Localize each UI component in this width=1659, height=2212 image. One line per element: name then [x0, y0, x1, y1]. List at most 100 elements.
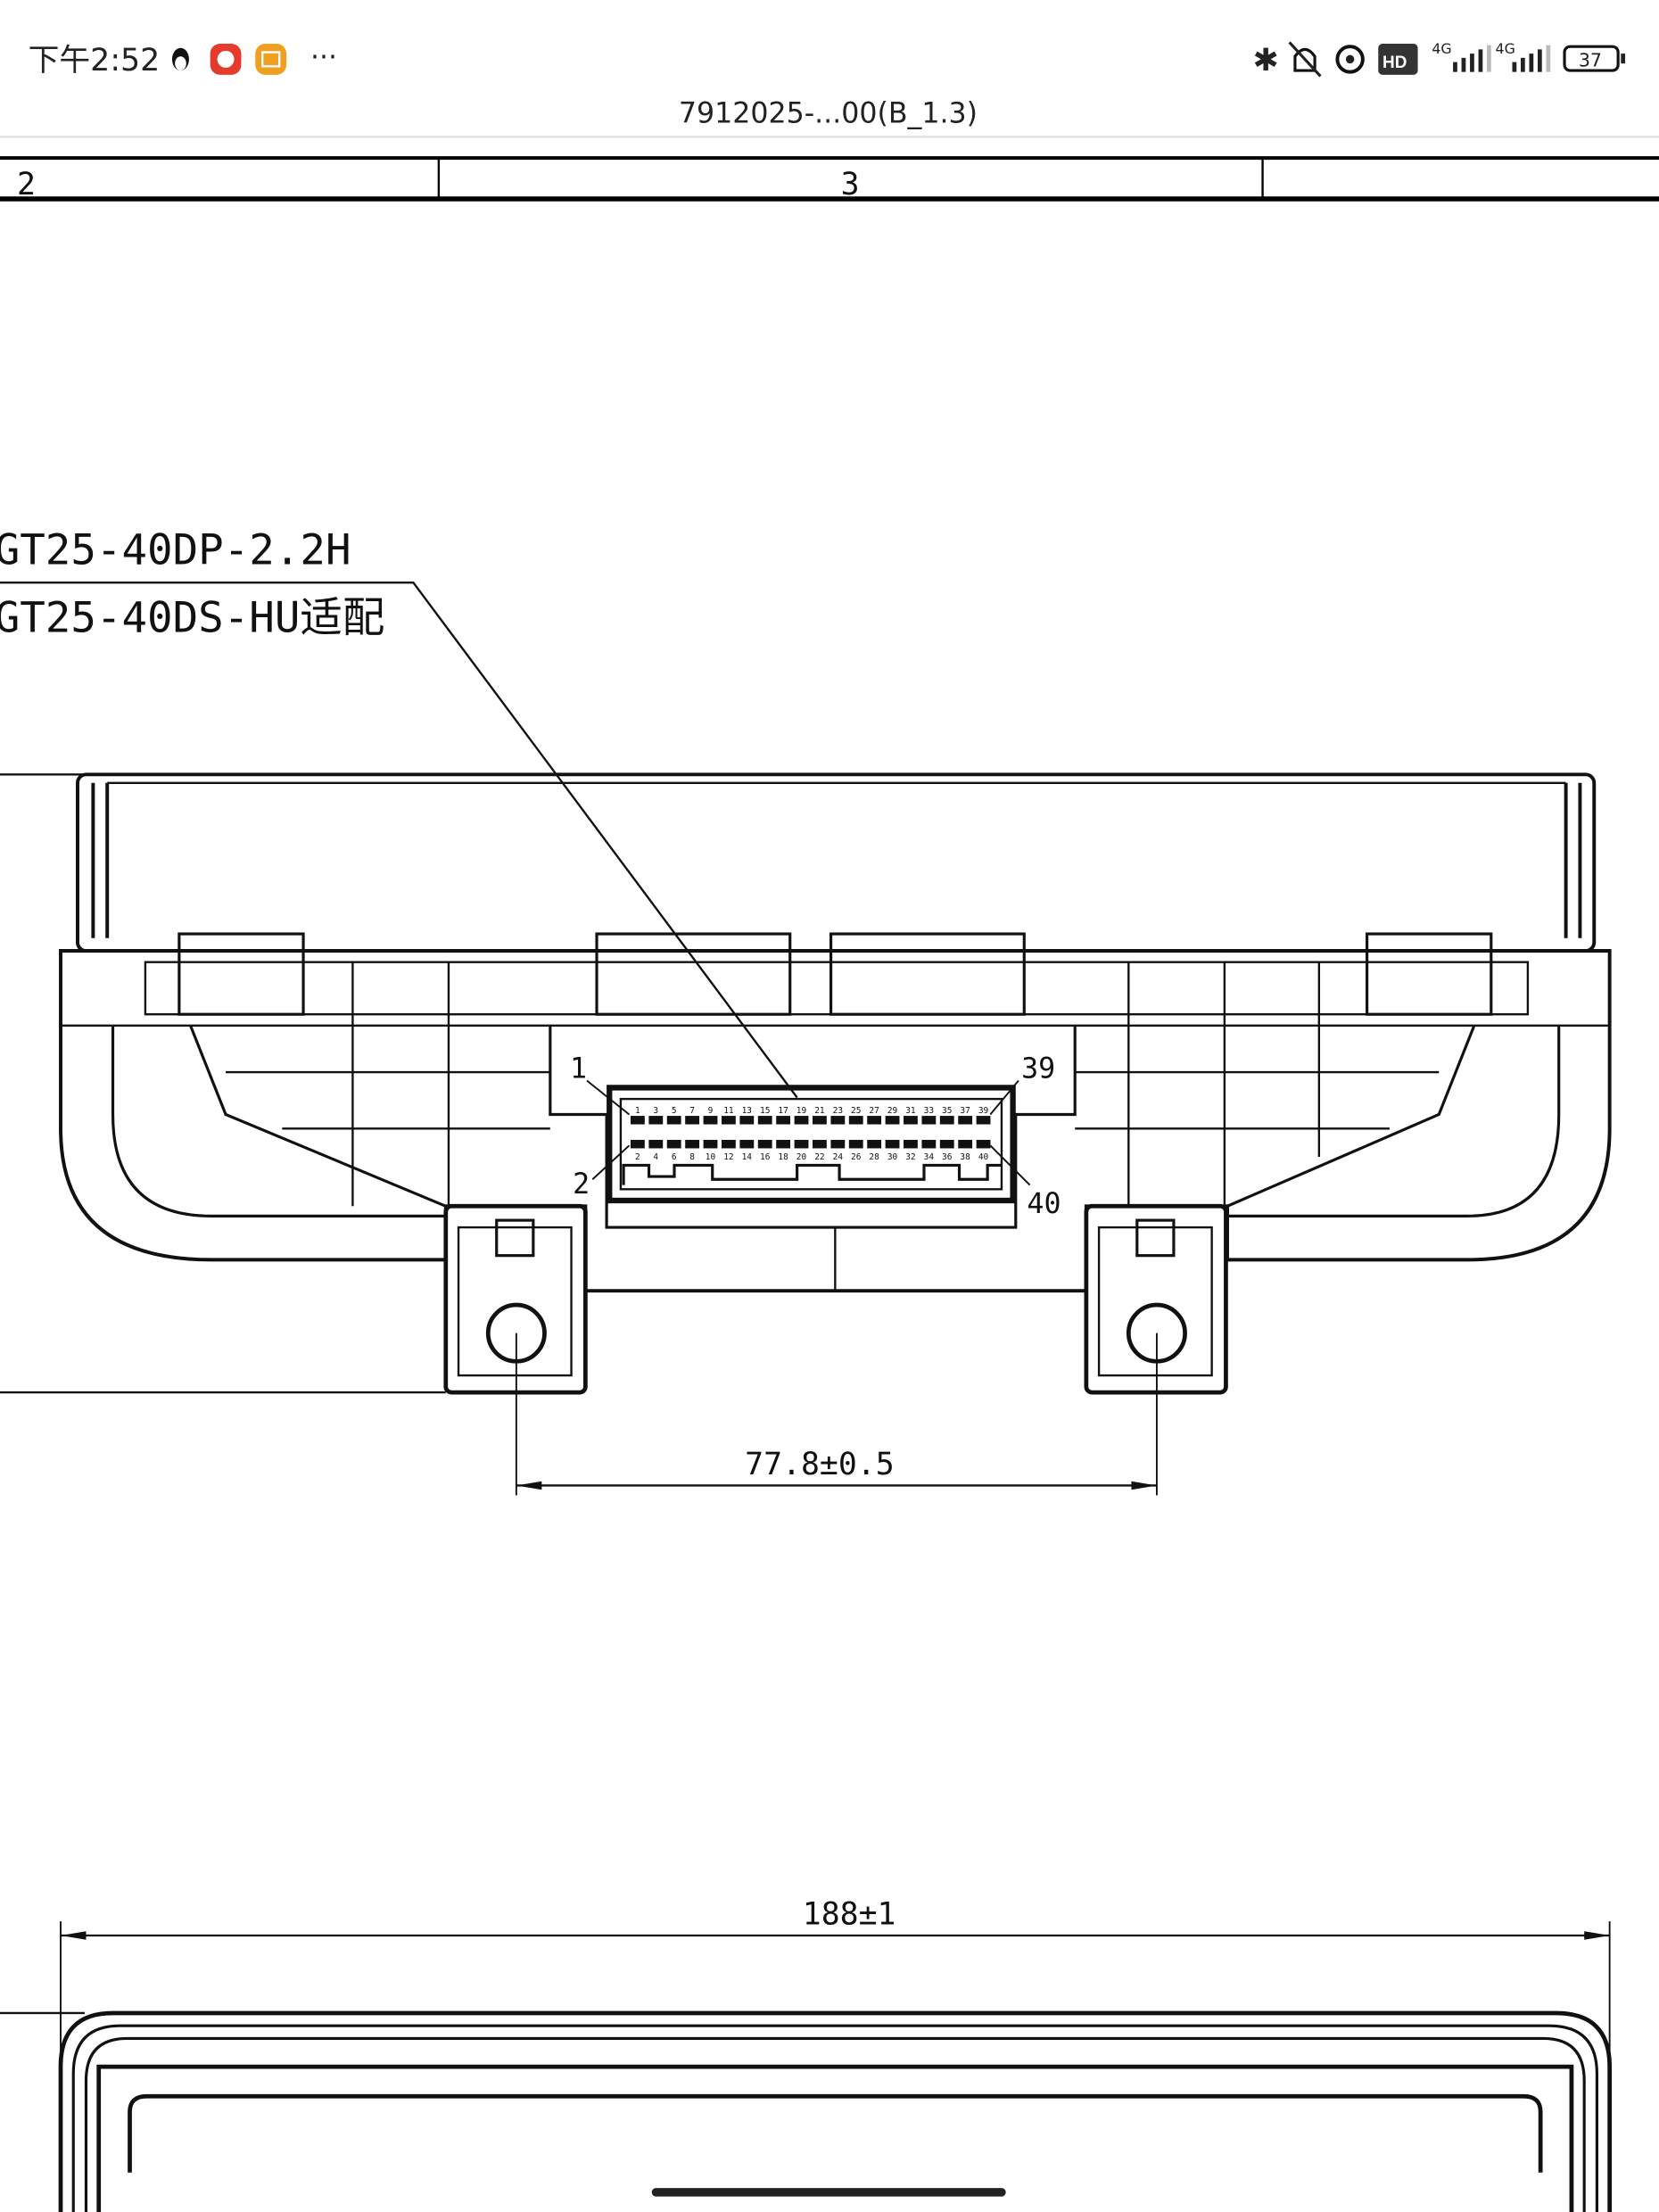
pin-label: 38: [960, 1152, 970, 1162]
pin-label: 9: [708, 1106, 714, 1116]
bottom-view-outline: [0, 2010, 1613, 2212]
pin-label: 5: [672, 1106, 677, 1116]
pin-pad: [703, 1116, 718, 1125]
pin-label: 8: [689, 1152, 695, 1162]
pin-pad: [776, 1139, 791, 1149]
drawing-sheet[interactable]: 2 3 GT25-40DP-2.2H GT25-40DS-HU适配: [0, 156, 1659, 2212]
pin-pad: [757, 1139, 772, 1149]
pin-pad: [722, 1139, 736, 1149]
home-indicator[interactable]: [651, 2188, 1006, 2197]
pin-label: 19: [796, 1106, 807, 1116]
pin-label: 7: [689, 1106, 695, 1116]
pin-label: 15: [760, 1106, 770, 1116]
part-label-socket: GT25-40DS-HU适配: [0, 594, 384, 643]
pin-label: 26: [851, 1152, 862, 1162]
pin-pad: [921, 1139, 937, 1149]
mail-icon: [255, 44, 287, 75]
housing-outline: [0, 772, 1612, 1293]
status-more[interactable]: ···: [310, 41, 337, 73]
pin-pad: [921, 1116, 937, 1125]
app-icon: [210, 44, 242, 75]
pin-pad: [722, 1116, 736, 1125]
signal-icon: 4G: [1432, 40, 1491, 72]
pin-label: 16: [760, 1152, 771, 1162]
pin-pad: [648, 1116, 664, 1125]
pin-label: 4: [653, 1152, 658, 1162]
pin-label: 28: [869, 1152, 879, 1162]
pin-pad: [885, 1139, 900, 1149]
pin-label: 25: [851, 1106, 861, 1116]
pin-label: 20: [796, 1152, 807, 1162]
pin-pad: [685, 1139, 700, 1149]
pin-pad: [848, 1116, 863, 1125]
pin-pad: [703, 1139, 718, 1149]
pin-label: 24: [833, 1152, 844, 1162]
pin-label: 3: [653, 1106, 658, 1116]
pin-pad: [830, 1139, 846, 1149]
pin-pad: [939, 1116, 954, 1125]
pin-pad: [867, 1116, 882, 1125]
pin-pad: [794, 1139, 809, 1149]
pin-label: 6: [672, 1152, 677, 1162]
pin-label: 37: [960, 1106, 970, 1116]
pin-label: 32: [905, 1152, 915, 1162]
pin-pad: [666, 1139, 681, 1149]
pin-label: 36: [942, 1152, 953, 1162]
pin-label: 30: [887, 1152, 898, 1162]
mute-bell-icon: [1288, 41, 1322, 78]
pin-label: 33: [924, 1106, 934, 1116]
pin-pad: [630, 1116, 645, 1125]
pin-label: 12: [723, 1152, 733, 1162]
status-time: 下午2:52: [29, 43, 161, 78]
pin-pad: [976, 1116, 991, 1125]
svg-text:HD: HD: [1382, 54, 1407, 72]
pin-label: 11: [723, 1106, 734, 1116]
svg-text:77.8±0.5: 77.8±0.5: [745, 1447, 895, 1482]
pin-label: 39: [978, 1106, 989, 1116]
pin-label: 14: [742, 1152, 753, 1162]
pin-pad: [939, 1139, 954, 1149]
pin-label: 2: [635, 1152, 640, 1162]
pin-pad: [648, 1139, 664, 1149]
alarm-icon: [1335, 45, 1365, 74]
pin-pad: [757, 1116, 772, 1125]
pin-label: 40: [978, 1152, 989, 1162]
pin-pad: [776, 1116, 791, 1125]
pin-label: 27: [869, 1106, 879, 1116]
pin-pad: [958, 1139, 973, 1149]
battery-icon: 37: [1563, 45, 1626, 72]
pin-label: 22: [814, 1152, 824, 1162]
pin-pad: [885, 1116, 900, 1125]
pin-label: 29: [887, 1106, 898, 1116]
pin-callouts: 1 2 39 40: [570, 1052, 1061, 1220]
dimension-overall-width: 188±1: [60, 1896, 1611, 2173]
pin-label: 18: [778, 1152, 788, 1162]
hd-icon: HD: [1378, 44, 1418, 75]
pin-pad: [848, 1139, 863, 1149]
pin-pad: [867, 1139, 882, 1149]
svg-text:2: 2: [573, 1168, 590, 1201]
pin-pad: [830, 1116, 846, 1125]
document-title: 7912025-...00(B_1.3): [679, 98, 978, 130]
pin-pad: [904, 1116, 918, 1125]
qq-icon: [171, 47, 189, 71]
pin-label: 23: [833, 1106, 843, 1116]
svg-text:4G: 4G: [1432, 40, 1451, 57]
pin-pad: [685, 1116, 700, 1125]
pin-pad: [630, 1139, 645, 1149]
pin-label: 1: [635, 1106, 640, 1116]
signal-icon: 4G: [1496, 40, 1551, 72]
pin-label: 10: [706, 1152, 716, 1162]
svg-text:4G: 4G: [1496, 40, 1515, 57]
pin-label: 34: [924, 1152, 935, 1162]
pin-pad: [904, 1139, 918, 1149]
pin-label: 13: [742, 1106, 752, 1116]
svg-text:39: 39: [1021, 1052, 1055, 1085]
zone-label: 2: [17, 167, 36, 202]
part-label-plug: GT25-40DP-2.2H: [0, 526, 351, 575]
pin-pad: [813, 1116, 827, 1125]
svg-text:40: 40: [1027, 1188, 1061, 1220]
pin-pad: [666, 1116, 681, 1125]
svg-text:37: 37: [1579, 49, 1602, 70]
